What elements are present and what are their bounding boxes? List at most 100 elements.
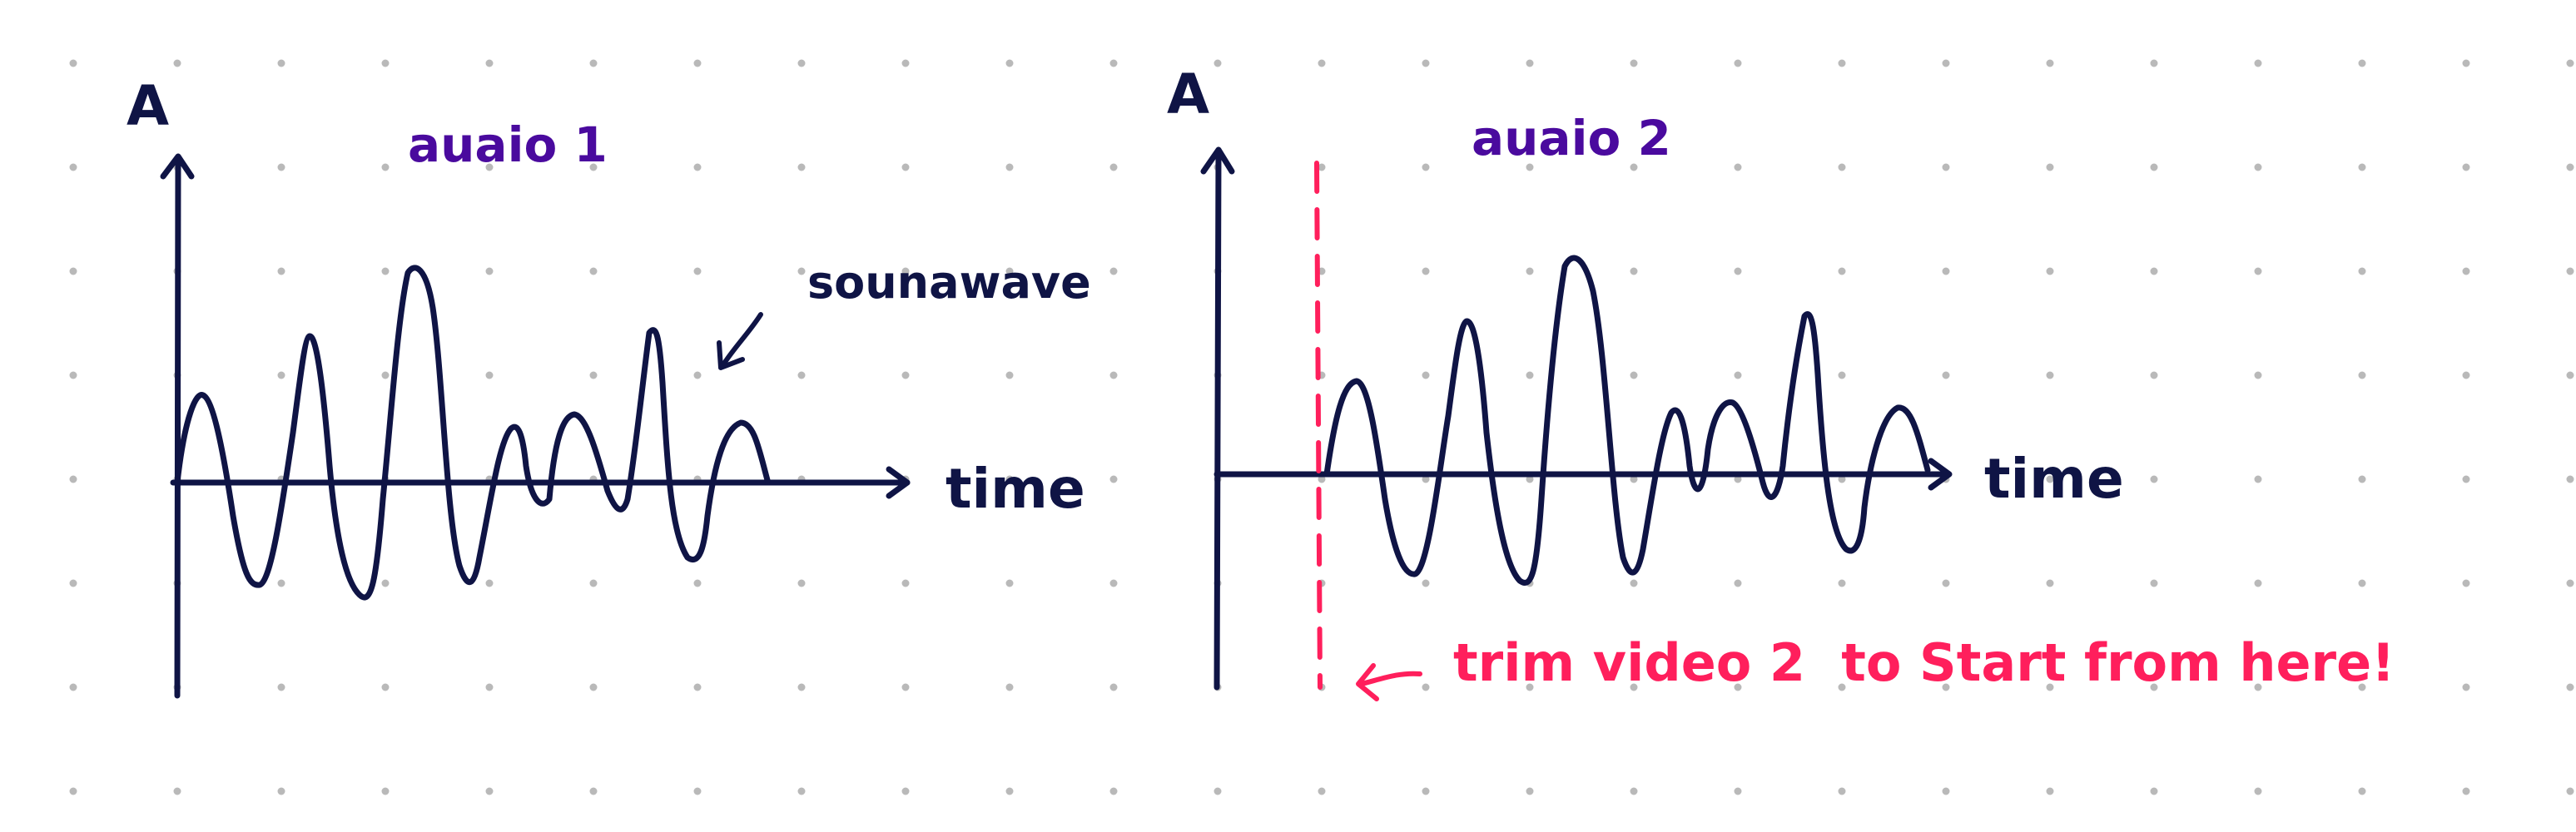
panel2-y-axis-arrowhead-icon xyxy=(1200,146,1235,175)
grid-dot xyxy=(1109,579,1118,587)
grid-dot xyxy=(2046,59,2054,67)
grid-dot xyxy=(2462,59,2470,67)
grid-dot xyxy=(2046,475,2054,483)
grid-dot xyxy=(69,59,77,67)
grid-dot xyxy=(1005,163,1014,171)
grid-dot xyxy=(1005,475,1014,483)
grid-dot xyxy=(2046,579,2054,587)
grid-dot xyxy=(1942,59,1950,67)
grid-dot xyxy=(2254,59,2262,67)
grid-dot xyxy=(2150,475,2158,483)
grid-dot xyxy=(589,787,598,795)
grid-dot xyxy=(2462,475,2470,483)
grid-dot xyxy=(1526,683,1534,691)
grid-dot xyxy=(589,683,598,691)
grid-dot xyxy=(1005,787,1014,795)
grid-dot xyxy=(693,683,702,691)
grid-dot xyxy=(901,787,910,795)
panel1-annotation-arrowhead-icon xyxy=(717,340,745,370)
grid-dot xyxy=(2254,683,2262,691)
panel2-title: auaio 2 xyxy=(1472,110,1671,166)
grid-dot xyxy=(2150,787,2158,795)
grid-dot xyxy=(1942,683,1950,691)
grid-dot xyxy=(2150,371,2158,379)
grid-dot xyxy=(1526,371,1534,379)
grid-dot xyxy=(1838,475,1846,483)
grid-dot xyxy=(381,163,390,171)
grid-dot xyxy=(1005,59,1014,67)
grid-dot xyxy=(797,579,806,587)
trim-left-arrow-icon xyxy=(1359,671,1422,686)
grid-dot xyxy=(797,371,806,379)
trim-marker-line xyxy=(1314,161,1323,690)
grid-dot xyxy=(2254,371,2262,379)
grid-dot xyxy=(69,787,77,795)
grid-dot xyxy=(1838,163,1846,171)
grid-dot xyxy=(1422,163,1430,171)
grid-dot xyxy=(589,267,598,275)
grid-dot xyxy=(485,163,494,171)
grid-dot xyxy=(1734,371,1742,379)
grid-dot xyxy=(69,475,77,483)
panel1-y-axis xyxy=(174,156,181,699)
grid-dot xyxy=(2046,371,2054,379)
grid-dot xyxy=(2566,579,2574,587)
grid-dot xyxy=(797,683,806,691)
grid-dot xyxy=(901,683,910,691)
grid-dot xyxy=(1630,787,1638,795)
grid-dot xyxy=(1109,59,1118,67)
grid-dot xyxy=(1734,787,1742,795)
grid-dot xyxy=(589,579,598,587)
grid-dot xyxy=(2462,163,2470,171)
grid-dot xyxy=(2254,163,2262,171)
grid-dot xyxy=(2046,683,2054,691)
grid-dot xyxy=(1526,59,1534,67)
grid-dot xyxy=(693,59,702,67)
grid-dot xyxy=(69,579,77,587)
grid-dot xyxy=(2566,267,2574,275)
panel1-annotation-curved-arrow-icon xyxy=(720,312,763,369)
grid-dot xyxy=(2358,267,2366,275)
grid-dot xyxy=(1422,579,1430,587)
grid-dot xyxy=(485,787,494,795)
grid-dot xyxy=(2566,787,2574,795)
grid-dot xyxy=(1318,475,1326,483)
panel2-y-axis xyxy=(1214,150,1222,691)
grid-dot xyxy=(1630,579,1638,587)
grid-dot xyxy=(1630,267,1638,275)
grid-dot xyxy=(277,267,285,275)
grid-dot xyxy=(1838,59,1846,67)
grid-dot xyxy=(901,163,910,171)
grid-dot xyxy=(277,683,285,691)
grid-dot xyxy=(69,267,77,275)
grid-dot xyxy=(797,267,806,275)
grid-dot xyxy=(901,59,910,67)
grid-dot xyxy=(277,787,285,795)
grid-dot xyxy=(693,267,702,275)
grid-dot xyxy=(1734,683,1742,691)
grid-dot xyxy=(1214,787,1222,795)
grid-dot xyxy=(1005,371,1014,379)
grid-dot xyxy=(2566,59,2574,67)
grid-dot xyxy=(485,579,494,587)
grid-dot xyxy=(1526,787,1534,795)
grid-dot xyxy=(1109,163,1118,171)
grid-dot xyxy=(901,579,910,587)
panel2-x-axis-arrowhead-icon xyxy=(1928,458,1953,491)
grid-dot xyxy=(2150,59,2158,67)
grid-dot xyxy=(693,163,702,171)
grid-dot xyxy=(381,371,390,379)
grid-dot xyxy=(2566,371,2574,379)
grid-dot xyxy=(1526,475,1534,483)
grid-dot xyxy=(1734,579,1742,587)
panel1-x-axis-arrowhead-icon xyxy=(886,466,911,499)
grid-dot xyxy=(2358,475,2366,483)
grid-dot xyxy=(1422,371,1430,379)
panel1-title: auaio 1 xyxy=(408,116,608,173)
grid-dot xyxy=(1942,267,1950,275)
grid-dot xyxy=(1109,475,1118,483)
grid-dot xyxy=(2150,267,2158,275)
grid-dot xyxy=(2566,683,2574,691)
grid-dot xyxy=(589,59,598,67)
grid-dot xyxy=(1630,475,1638,483)
